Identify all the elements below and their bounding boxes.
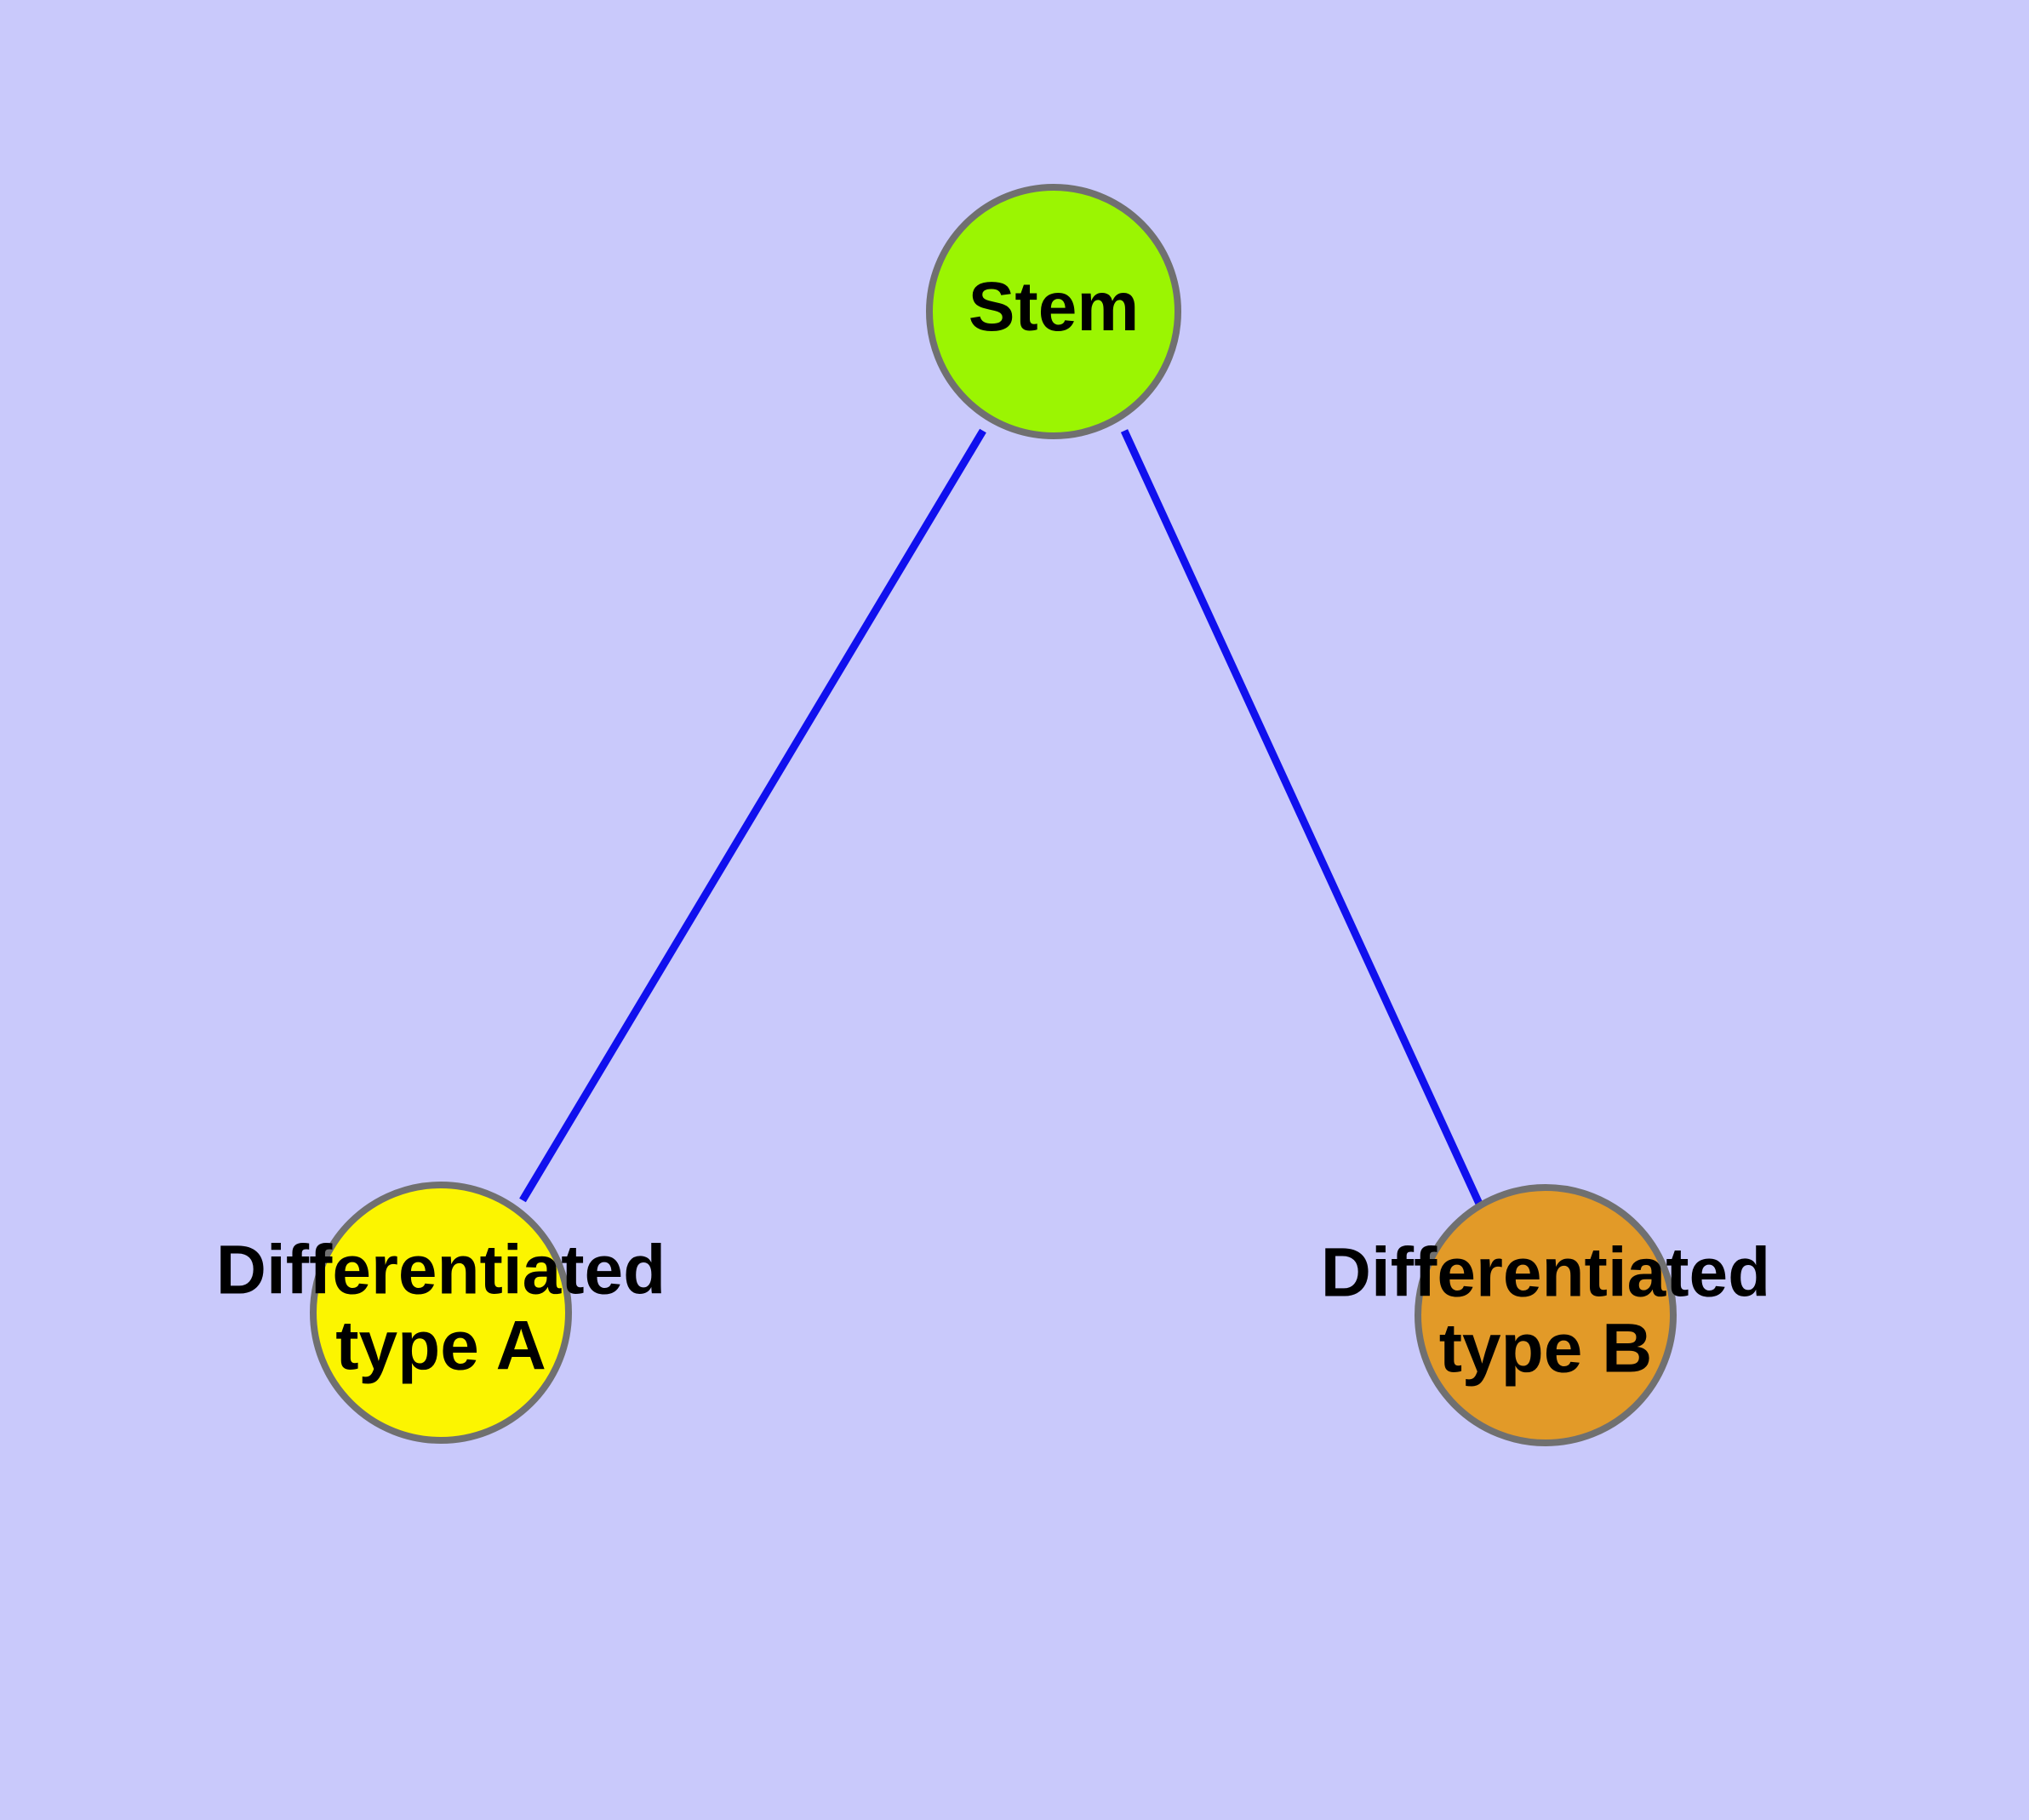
graph-node-label-line: type A xyxy=(335,1307,546,1384)
graph-node-label-line: Differentiated xyxy=(216,1231,666,1308)
nodes-layer xyxy=(310,184,1677,1446)
graph-node-label-line: type B xyxy=(1439,1309,1653,1387)
graph-node-label-line: Stem xyxy=(969,268,1140,346)
edges-layer xyxy=(519,428,1483,1205)
graph-node-diff_b[interactable] xyxy=(1415,1184,1677,1446)
graph-edge-stem-to-a xyxy=(519,428,986,1203)
graph-node-label-stem: Stem xyxy=(969,268,1140,346)
graph-edge-stem-to-b xyxy=(1120,429,1483,1205)
graph-node-stem[interactable] xyxy=(926,184,1181,439)
graph-node-diff_a[interactable] xyxy=(310,1182,572,1444)
graph-node-label-line: Differentiated xyxy=(1321,1233,1771,1311)
